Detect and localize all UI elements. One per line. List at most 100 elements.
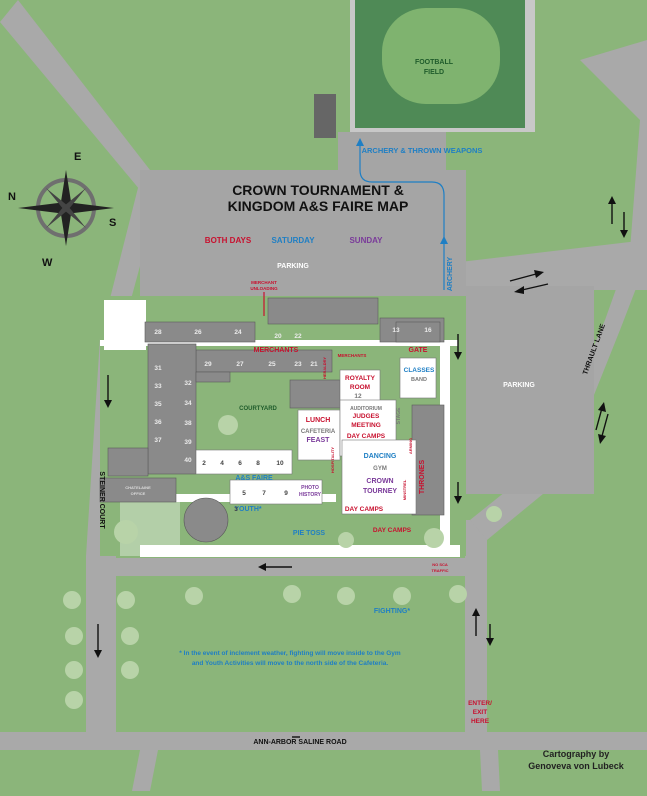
label-steiner-court: STEINER COURT <box>98 471 105 529</box>
room-number: 10 <box>276 460 284 467</box>
label-gate: GATE <box>409 347 428 354</box>
tree <box>338 532 354 548</box>
credit-line1: Cartography by <box>542 749 610 759</box>
room-number: 4 <box>220 460 224 467</box>
room-number: 5 <box>242 490 246 497</box>
wing-west <box>147 343 197 475</box>
road-northwest <box>0 0 150 190</box>
room-number: 7 <box>262 490 266 497</box>
label-parking-north: PARKING <box>277 263 309 270</box>
label-hospitality: HOSPITALITY <box>330 447 335 473</box>
weather-note-line1: * In the event of inclement weather, fig… <box>179 650 401 657</box>
road-east-connector <box>460 240 647 290</box>
label-merchant-unloading-2: UNLOADING <box>250 286 278 291</box>
compass-point-sw <box>46 206 68 228</box>
tree <box>393 587 411 605</box>
label-stage: STAGE <box>396 407 402 425</box>
room-number: 31 <box>154 365 162 372</box>
compass-rose: E N S W <box>8 151 116 269</box>
hall-link <box>195 371 231 383</box>
label-merchants: MERCHANTS <box>254 347 299 354</box>
gate-building <box>395 321 441 343</box>
label-photo: PHOTO <box>301 485 319 491</box>
label-band: BAND <box>411 377 427 383</box>
legend-both-days: BOTH DAYS <box>205 236 252 245</box>
classes-room <box>399 357 437 399</box>
room-number: 32 <box>184 380 192 387</box>
room-number: 29 <box>204 361 212 368</box>
road-south-west-spur <box>132 750 158 791</box>
room-number: 36 <box>154 419 162 426</box>
archery-arrow <box>440 236 448 244</box>
room-number: 16 <box>424 327 432 334</box>
label-heraldry: HERALDRY <box>322 357 327 379</box>
tree <box>185 587 203 605</box>
room-number: 33 <box>154 383 162 390</box>
label-field: FIELD <box>424 69 444 76</box>
label-no-sca: NO SCA <box>432 562 448 567</box>
room-number: 35 <box>154 401 162 408</box>
compass-letter-n: N <box>8 191 16 203</box>
legend-sunday: SUNDAY <box>349 236 383 245</box>
label-courtyard: COURTYARD <box>239 406 277 412</box>
trees <box>63 415 502 709</box>
label-arming: ARMING <box>408 438 413 454</box>
label-thrones: THRONES <box>419 460 426 495</box>
room-number: 37 <box>154 437 162 444</box>
room-number: 21 <box>310 361 318 368</box>
tree <box>121 661 139 679</box>
label-auditorium: AUDITORIUM <box>350 406 382 412</box>
room-number: 12 <box>354 393 362 400</box>
thrones-building <box>411 404 445 516</box>
road-steiner-south <box>86 556 116 734</box>
tree <box>486 506 502 522</box>
label-royalty: ROYALTY <box>345 375 376 382</box>
label-feast: FEAST <box>307 437 331 444</box>
room-number: 2 <box>202 460 206 467</box>
access-drive <box>338 132 446 172</box>
compass-point-ne <box>64 188 86 210</box>
compass-point-e <box>66 202 114 214</box>
label-minstrel: MINSTREL <box>402 479 407 500</box>
compass-point-s <box>60 208 72 246</box>
label-tourney: TOURNEY <box>363 488 397 495</box>
buildings-dark <box>99 297 445 516</box>
parking-lot-east <box>466 286 594 494</box>
youth-building <box>183 497 229 543</box>
wing-north-central <box>267 297 379 325</box>
buildings-light <box>195 357 437 515</box>
credit-line2: Genoveva von Lubeck <box>528 761 624 771</box>
label-gym: GYM <box>373 466 387 472</box>
room-number: 38 <box>184 420 192 427</box>
label-here: HERE <box>471 718 490 725</box>
label-merchants-small: MERCHANTS <box>338 353 367 358</box>
road-ann-arbor <box>0 732 647 750</box>
label-exit: EXIT <box>473 709 487 716</box>
room-number: 3 <box>234 506 238 513</box>
room-number: 13 <box>392 327 400 334</box>
room-number: 24 <box>234 329 242 336</box>
tree <box>121 627 139 645</box>
walkway-north <box>100 340 458 346</box>
label-archery: ARCHERY <box>447 256 454 291</box>
map-title-line1: CROWN TOURNAMENT & <box>232 182 404 198</box>
label-day-camps-2: DAY CAMPS <box>345 506 384 513</box>
map-title-line2: KINGDOM A&S FAIRE MAP <box>228 198 409 214</box>
label-cafeteria: CAFETERIA <box>301 429 336 435</box>
label-ann-arbor-saline-road: ANN-ARBOR SALINE ROAD <box>253 739 346 746</box>
room-number: 39 <box>184 439 192 446</box>
room-number: 8 <box>256 460 260 467</box>
compass-point-nw <box>46 188 68 210</box>
label-lunch: LUNCH <box>306 417 331 424</box>
block-southwest <box>107 447 149 477</box>
room-number: 34 <box>184 400 192 407</box>
tree <box>337 587 355 605</box>
stadium-building <box>314 94 336 138</box>
room-number: 26 <box>194 329 202 336</box>
archery-arrow <box>356 138 364 146</box>
as-faire-rooms <box>195 449 293 475</box>
label-classes: CLASSES <box>404 367 435 374</box>
room-number: 9 <box>284 490 288 497</box>
